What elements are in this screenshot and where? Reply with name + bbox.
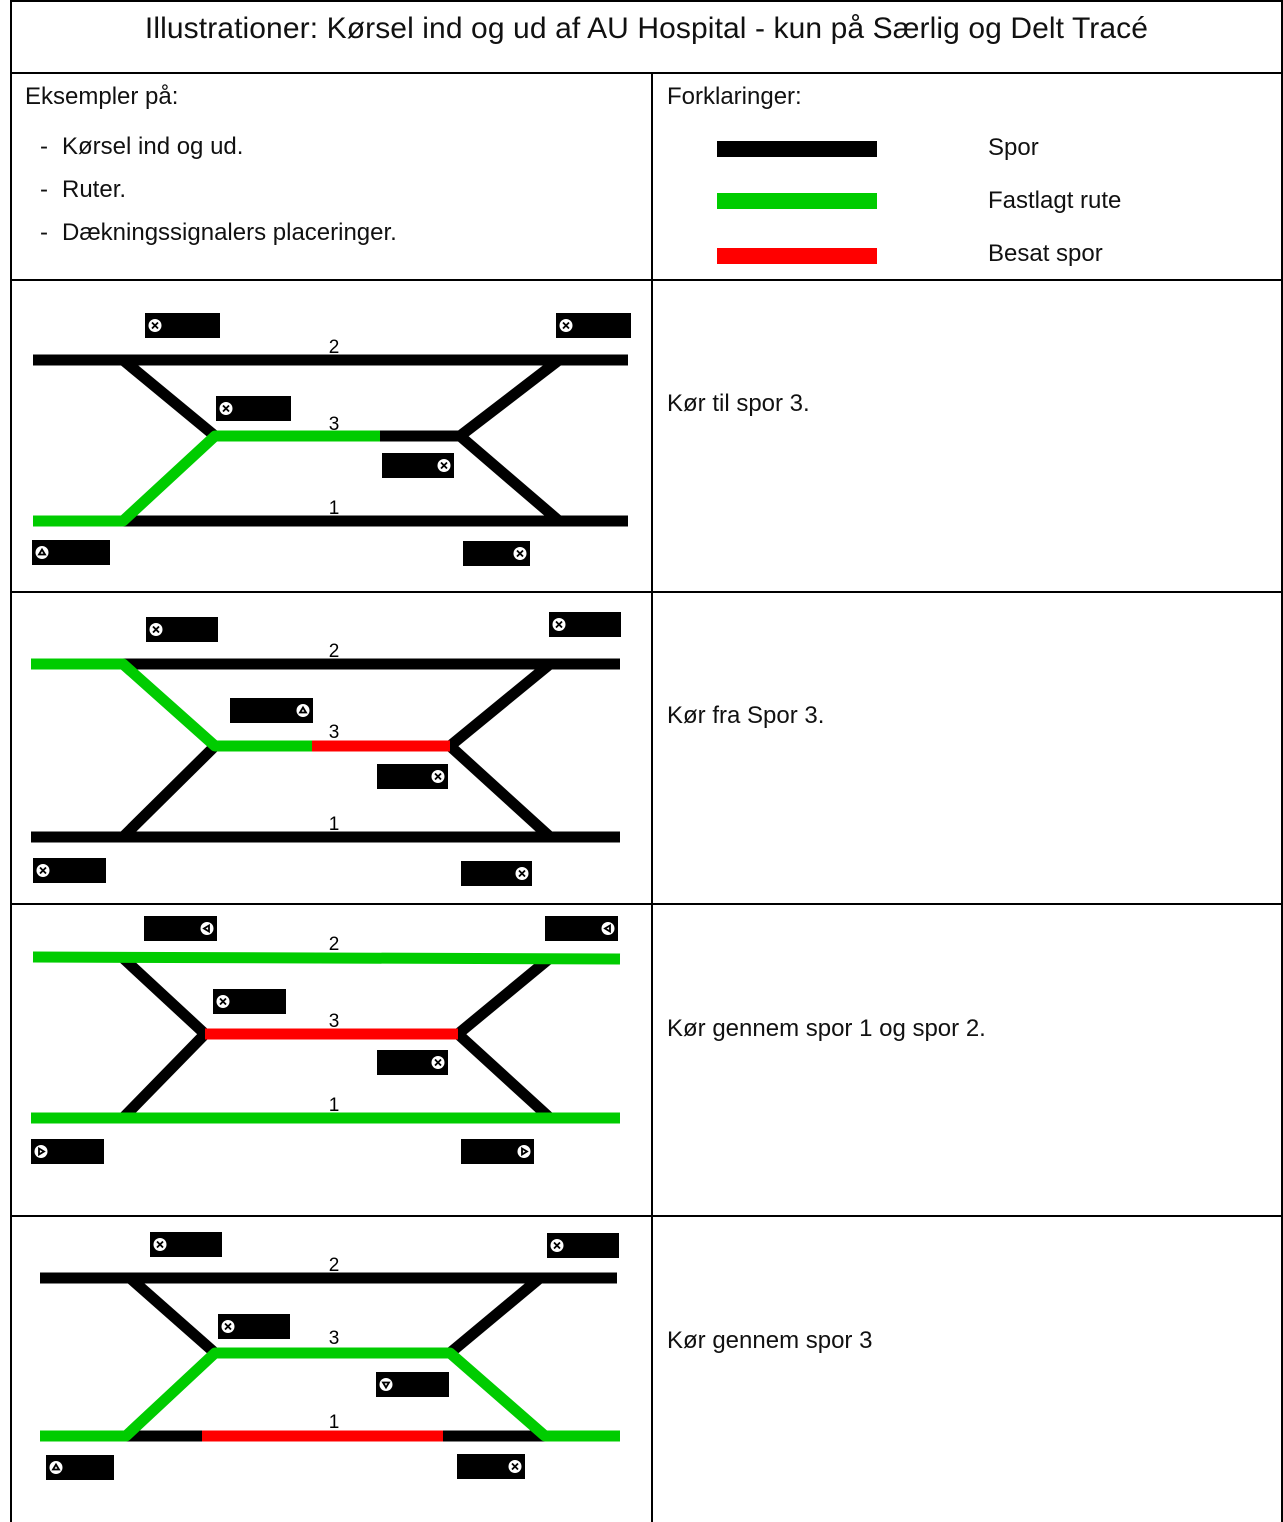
track-segment — [119, 742, 219, 841]
table-divider — [10, 1215, 1283, 1217]
list-item: -Ruter. — [40, 176, 127, 203]
track-segment — [456, 355, 563, 441]
legend-swatch-track — [717, 141, 877, 157]
signal-icon-symbol — [38, 1146, 46, 1157]
legend-label-occupied: Besat spor — [988, 240, 1103, 267]
table-column-divider — [651, 72, 653, 1522]
signal-icon-symbol — [222, 404, 230, 413]
legend-label-track: Spor — [988, 134, 1039, 161]
track-segment — [119, 355, 219, 441]
track-segment — [454, 1029, 554, 1123]
signal-icon-symbol — [553, 1241, 561, 1250]
table-divider — [10, 591, 1283, 593]
signal-icon-symbol — [151, 321, 159, 330]
legend-swatch-occupied — [717, 248, 877, 264]
signal-icon-symbol — [156, 1240, 164, 1249]
signal-icon-symbol — [219, 997, 227, 1006]
signal-icon — [517, 1145, 531, 1158]
track-segment — [454, 953, 554, 1039]
track-diagram-3: 2 3 1 — [31, 916, 621, 1164]
track-segment — [456, 431, 563, 526]
signal-icon-symbol — [224, 1322, 232, 1331]
track-segment — [446, 659, 554, 751]
track-segment — [126, 1273, 219, 1358]
signal-icon — [35, 546, 49, 559]
signal-icon-symbol — [202, 923, 210, 934]
legend-heading: Forklaringer: — [667, 83, 802, 110]
signal-icon-symbol — [434, 1058, 442, 1067]
track-number-label: 2 — [329, 934, 340, 955]
track-segment — [33, 430, 380, 527]
examples-heading: Eksempler på: — [25, 83, 179, 110]
signal-icon-symbol — [518, 869, 526, 878]
track-segment — [119, 1030, 209, 1122]
signal-icon-symbol — [152, 625, 160, 634]
signal-icon-symbol — [37, 547, 47, 556]
table-divider — [10, 903, 1283, 905]
track-number-label: 3 — [329, 1011, 340, 1032]
signal-icon-symbol — [555, 620, 563, 629]
track-segment — [40, 1347, 620, 1442]
track-segment — [119, 953, 209, 1039]
list-item: -Dækningssignalers placeringer. — [40, 219, 397, 246]
track-segment — [31, 658, 312, 752]
signal-icon-symbol — [603, 923, 611, 934]
track-segment — [32, 951, 621, 965]
examples-list: -Kørsel ind og ud. -Ruter. -Dækningssign… — [40, 125, 397, 254]
table-divider — [10, 279, 1283, 281]
signal-icon — [34, 1145, 48, 1158]
signal-icon-symbol — [521, 1146, 529, 1157]
signal-icon — [200, 922, 214, 935]
legend-swatch-route — [717, 193, 877, 209]
signal-icon-symbol — [39, 866, 47, 875]
track-segment — [446, 741, 554, 842]
signal-icon — [49, 1461, 63, 1474]
track-number-label: 3 — [329, 722, 340, 743]
row-caption: Kør gennem spor 3 — [667, 1327, 873, 1354]
signal-icon-symbol — [562, 321, 570, 330]
legend-label-route: Fastlagt rute — [988, 187, 1122, 214]
signal-icon-symbol — [511, 1462, 519, 1471]
row-caption: Kør gennem spor 1 og spor 2. — [667, 1015, 986, 1042]
table-divider — [10, 72, 1283, 74]
signal-icon — [296, 704, 310, 717]
signal-icon-symbol — [298, 705, 308, 714]
track-number-label: 1 — [329, 814, 340, 835]
signal-icon-symbol — [516, 549, 524, 558]
track-number-label: 1 — [329, 498, 340, 519]
row-caption: Kør fra Spor 3. — [667, 702, 825, 729]
table-border-right — [1281, 0, 1283, 1522]
track-number-label: 3 — [329, 414, 340, 435]
main-table: Illustrationer: Kørsel ind og ud af AU H… — [10, 0, 1283, 1522]
track-number-label: 2 — [329, 1255, 340, 1276]
track-number-label: 2 — [329, 337, 340, 358]
signal-icon-symbol — [381, 1381, 391, 1390]
track-number-label: 2 — [329, 641, 340, 662]
track-diagram-4: 2 3 1 — [40, 1232, 620, 1480]
signal-icon-symbol — [440, 461, 448, 470]
row-caption: Kør til spor 3. — [667, 390, 810, 417]
list-item: -Kørsel ind og ud. — [40, 133, 244, 160]
track-segment — [446, 1273, 544, 1358]
signal-icon-symbol — [434, 772, 442, 781]
table-border-left — [10, 0, 12, 1522]
track-diagram-1: 2 3 1 — [32, 313, 631, 566]
track-diagram-2: 2 3 1 — [31, 612, 621, 886]
track-number-label: 1 — [329, 1412, 340, 1433]
page-title: Illustrationer: Kørsel ind og ud af AU H… — [144, 12, 1149, 45]
signal-icon — [601, 922, 615, 935]
track-number-label: 3 — [329, 1328, 340, 1349]
track-number-label: 1 — [329, 1095, 340, 1116]
signal-icon — [379, 1378, 393, 1391]
signal-icon-symbol — [51, 1462, 61, 1471]
table-border-top — [10, 0, 1283, 2]
